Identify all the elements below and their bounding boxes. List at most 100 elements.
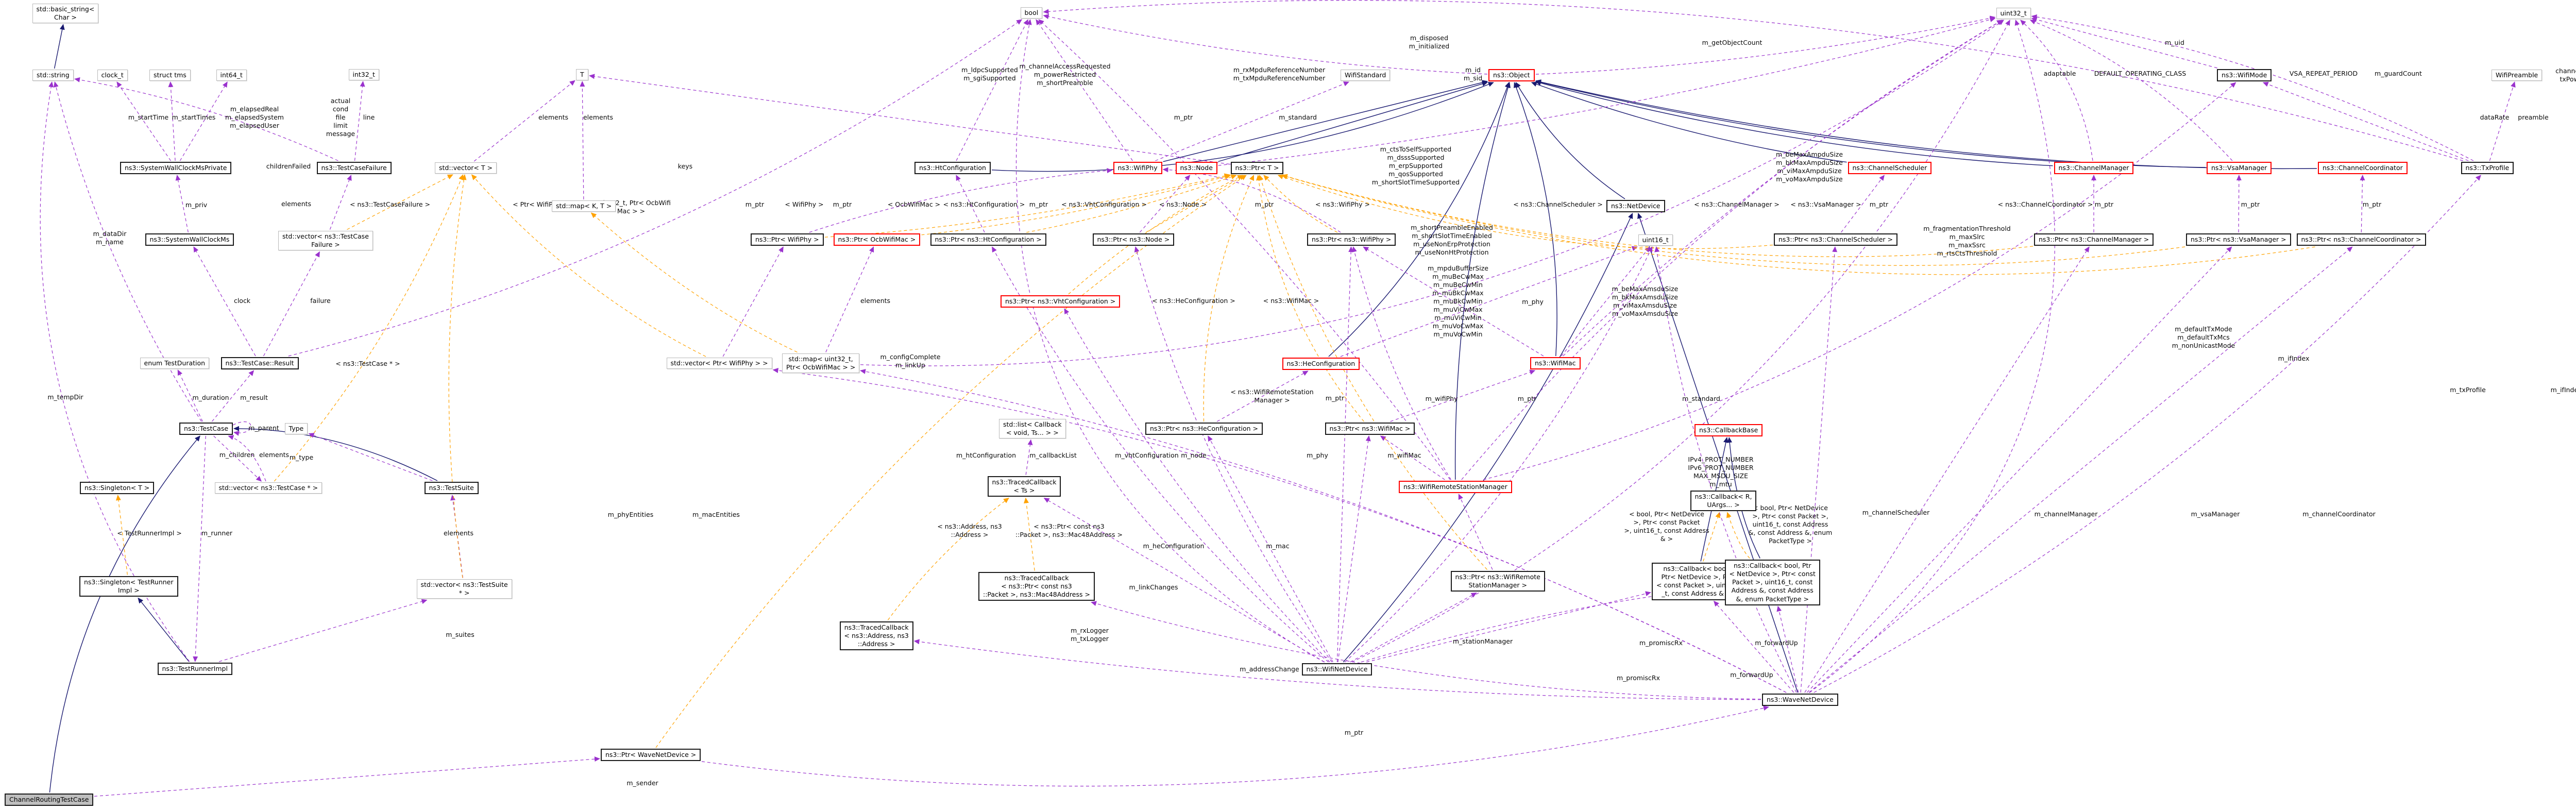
class-node-ptrT[interactable]: ns3::Ptr< T >: [1230, 162, 1284, 175]
class-node-ptrWifiMac[interactable]: ns3::Ptr< ns3::WifiMac >: [1325, 423, 1415, 435]
class-node-stdString[interactable]: std::string: [32, 70, 74, 81]
edge-testSuite-typeBox: [308, 433, 433, 481]
edge-sysWallClockMs-sysWallPriv: [175, 175, 189, 233]
class-node-node[interactable]: ns3::Node: [1175, 162, 1217, 175]
class-node-vecPtrWifiPhy[interactable]: std::vector< Ptr< WifiPhy > >: [666, 358, 772, 369]
class-node-singletonT[interactable]: ns3::Singleton< T >: [80, 482, 155, 495]
edge-txProfile-wifiPreamble: [2489, 81, 2516, 161]
edge-wifiNetDevice-cbForwardUp: [1366, 591, 1651, 663]
class-node-int64T[interactable]: int64_t: [216, 70, 247, 81]
edge-ptrChannelCoordinator-channelCoordinator: [2360, 175, 2365, 233]
class-node-channelManager[interactable]: ns3::ChannelManager: [2054, 162, 2134, 175]
class-node-testCaseResult[interactable]: ns3::TestCase::Result: [221, 357, 299, 370]
edge-wifiNetDevice-uint32T: [1351, 20, 2010, 663]
edge-wifiRemoteStationManager-object: [1454, 82, 1511, 480]
edge-tracedCbPacket-tracedCbTs: [1024, 497, 1035, 571]
class-node-vecTestCasePtr[interactable]: std::vector< ns3::TestCase * >: [214, 482, 323, 494]
edge-singletonTRI-singletonT: [115, 495, 128, 575]
edge-ptrChannelScheduler-channelScheduler: [1841, 175, 1885, 233]
class-node-ptrWifiPhy[interactable]: ns3::Ptr< WifiPhy >: [751, 233, 824, 246]
edge-testCaseFailure-stdString: [74, 77, 338, 161]
class-node-ptrVsaManager[interactable]: ns3::Ptr< ns3::VsaManager >: [2186, 233, 2291, 246]
class-node-txProfile[interactable]: ns3::TxProfile: [2461, 162, 2514, 175]
class-node-basicString[interactable]: std::basic_string< Char >: [32, 3, 99, 23]
class-node-channelRoutingTestCase[interactable]: ChannelRoutingTestCase: [5, 794, 94, 806]
class-node-sysWallClockMs[interactable]: ns3::SystemWallClockMs: [145, 233, 234, 246]
edge-wifiNetDevice-ptrVhtConf: [1064, 308, 1330, 663]
edge-wifiNetDevice-netDevice: [1343, 213, 1633, 663]
edge-stdString-basicString: [54, 24, 65, 69]
class-node-channelCoordinator[interactable]: ns3::ChannelCoordinator: [2318, 162, 2408, 175]
class-node-tracedCbPacket[interactable]: ns3::TracedCallback < ns3::Ptr< const ns…: [978, 571, 1095, 601]
class-node-wifiStandard[interactable]: WifiStandard: [1341, 70, 1391, 81]
edge-vsaManager-uint32T: [2029, 20, 2233, 161]
edge-ptrChannelCoordinator-ptrT: [1281, 174, 2315, 275]
class-node-ptrChannelScheduler[interactable]: ns3::Ptr< ns3::ChannelScheduler >: [1774, 233, 1897, 246]
class-node-ptrNode[interactable]: ns3::Ptr< ns3::Node >: [1092, 233, 1175, 246]
class-node-wifiMac[interactable]: ns3::WifiMac: [1530, 357, 1581, 370]
edge-waveNetDevice-ptrChannelScheduler: [1800, 246, 1838, 693]
class-node-enumTestDuration[interactable]: enum TestDuration: [140, 358, 210, 369]
class-node-wifiNetDevice[interactable]: ns3::WifiNetDevice: [1301, 663, 1372, 676]
class-node-vecTestSuitePtr[interactable]: std::vector< ns3::TestSuite * >: [416, 579, 512, 599]
class-node-testCase[interactable]: ns3::TestCase: [179, 423, 233, 435]
edge-wifiNetDevice-ptrHeConfig: [1208, 435, 1333, 663]
class-node-ptrWaveNetDevice[interactable]: ns3::Ptr< WaveNetDevice >: [601, 749, 701, 762]
class-node-ptrChannelManager[interactable]: ns3::Ptr< ns3::ChannelManager >: [2034, 233, 2154, 246]
class-node-callbackTpl[interactable]: ns3::Callback< R, UArgs... >: [1690, 490, 1757, 511]
edge-testCase-vecTestCasePtr: [213, 435, 262, 482]
class-node-stdVectorT[interactable]: std::vector< T >: [435, 162, 497, 174]
class-node-ptrVhtConf[interactable]: ns3::Ptr< ns3::VhtConfiguration >: [1001, 295, 1121, 308]
class-node-netDevice[interactable]: ns3::NetDevice: [1606, 200, 1665, 213]
edge-testCase-stdString: [53, 81, 202, 422]
edge-wifiRemoteStationManager-boolT: [1038, 19, 1451, 480]
edge-testRunnerImpl-vecTestSuitePtr: [219, 599, 428, 662]
edge-testSuite-testCase: [233, 426, 438, 481]
class-node-ptrWifiRemoteSM[interactable]: ns3::Ptr< ns3::WifiRemote StationManager…: [1450, 570, 1545, 592]
class-node-tracedCbTs[interactable]: ns3::TracedCallback < Ts >: [987, 476, 1061, 497]
class-node-int32T[interactable]: int32_t: [348, 69, 379, 81]
class-node-uint16T[interactable]: uint16_t: [1638, 234, 1673, 246]
class-node-wifiPhy[interactable]: ns3::WifiPhy: [1113, 162, 1162, 175]
class-node-htConfiguration[interactable]: ns3::HtConfiguration: [914, 162, 991, 175]
edge-testCaseResult-vecTestCaseFailure: [263, 251, 320, 357]
class-node-ptrNs3WifiPhy[interactable]: ns3::Ptr< ns3::WifiPhy >: [1307, 233, 1396, 246]
class-node-ptrOcb[interactable]: ns3::Ptr< OcbWifiMac >: [833, 233, 921, 246]
class-node-callbackBase[interactable]: ns3::CallbackBase: [1694, 424, 1763, 437]
edge-wifiMac-ptrNs3WifiPhy: [1363, 246, 1544, 357]
class-node-uint32T[interactable]: uint32_t: [1996, 8, 2031, 20]
class-node-wifiMode[interactable]: ns3::WifiMode: [2217, 69, 2272, 82]
class-node-sysWallPriv[interactable]: ns3::SystemWallClockMsPrivate: [120, 162, 232, 175]
class-node-channelScheduler[interactable]: ns3::ChannelScheduler: [1848, 162, 1932, 175]
class-node-vsaManager[interactable]: ns3::VsaManager: [2207, 162, 2272, 175]
class-node-testSuite[interactable]: ns3::TestSuite: [424, 482, 479, 495]
class-node-waveNetDevice[interactable]: ns3::WaveNetDevice: [1762, 694, 1838, 706]
edge-vsaManager-object: [1535, 79, 2206, 168]
class-node-boolT[interactable]: bool: [1020, 7, 1043, 19]
class-node-stdMapKT[interactable]: std::map< K, T >: [552, 200, 616, 212]
class-node-testRunnerImpl[interactable]: ns3::TestRunnerImpl: [157, 663, 232, 676]
class-node-wifiRemoteStationManager[interactable]: ns3::WifiRemoteStationManager: [1399, 481, 1512, 494]
class-node-vecTestCaseFailure[interactable]: std::vector< ns3::TestCase Failure >: [278, 230, 373, 250]
edge-wifiNetDevice-tracedCbTs: [1043, 497, 1325, 663]
class-node-ptrHeConfig[interactable]: ns3::Ptr< ns3::HeConfiguration >: [1145, 423, 1263, 435]
edge-ptrWaveNetDevice-waveNetDevice: [701, 705, 1769, 787]
class-node-stdMapUint32[interactable]: std::map< uint32_t, Ptr< OcbWifiMac > >: [782, 353, 860, 373]
edge-node-object: [1218, 81, 1488, 162]
class-node-heConfiguration[interactable]: ns3::HeConfiguration: [1282, 358, 1360, 370]
class-node-object[interactable]: ns3::Object: [1488, 69, 1535, 82]
class-node-ptrChannelCoordinator[interactable]: ns3::Ptr< ns3::ChannelCoordinator >: [2296, 233, 2426, 246]
class-node-ptrHtConf[interactable]: ns3::Ptr< ns3::HtConfiguration >: [930, 233, 1046, 246]
class-node-testCaseFailure[interactable]: ns3::TestCaseFailure: [316, 162, 392, 175]
class-node-cbPromiscRx[interactable]: ns3::Callback< bool, Ptr < NetDevice >, …: [1724, 559, 1820, 605]
class-node-clockT[interactable]: clock_t: [97, 70, 128, 81]
class-node-structTms[interactable]: struct tms: [149, 70, 191, 81]
class-node-tracedCbAddr[interactable]: ns3::TracedCallback < ns3::Address, ns3 …: [839, 621, 913, 651]
class-node-tT[interactable]: T: [576, 69, 588, 81]
edge-ptrWifiRemoteSM-ptrT: [1258, 175, 1487, 570]
class-node-typeBox[interactable]: Type: [284, 423, 308, 435]
class-node-listCallback[interactable]: std::list< Callback < void, Ts... > >: [999, 418, 1066, 438]
edge-waveNetDevice-ptrChannelCoordinator: [1808, 246, 2353, 693]
class-node-singletonTRI[interactable]: ns3::Singleton< TestRunner Impl >: [79, 576, 178, 597]
class-node-wifiPreamble[interactable]: WifiPreamble: [2492, 70, 2543, 81]
